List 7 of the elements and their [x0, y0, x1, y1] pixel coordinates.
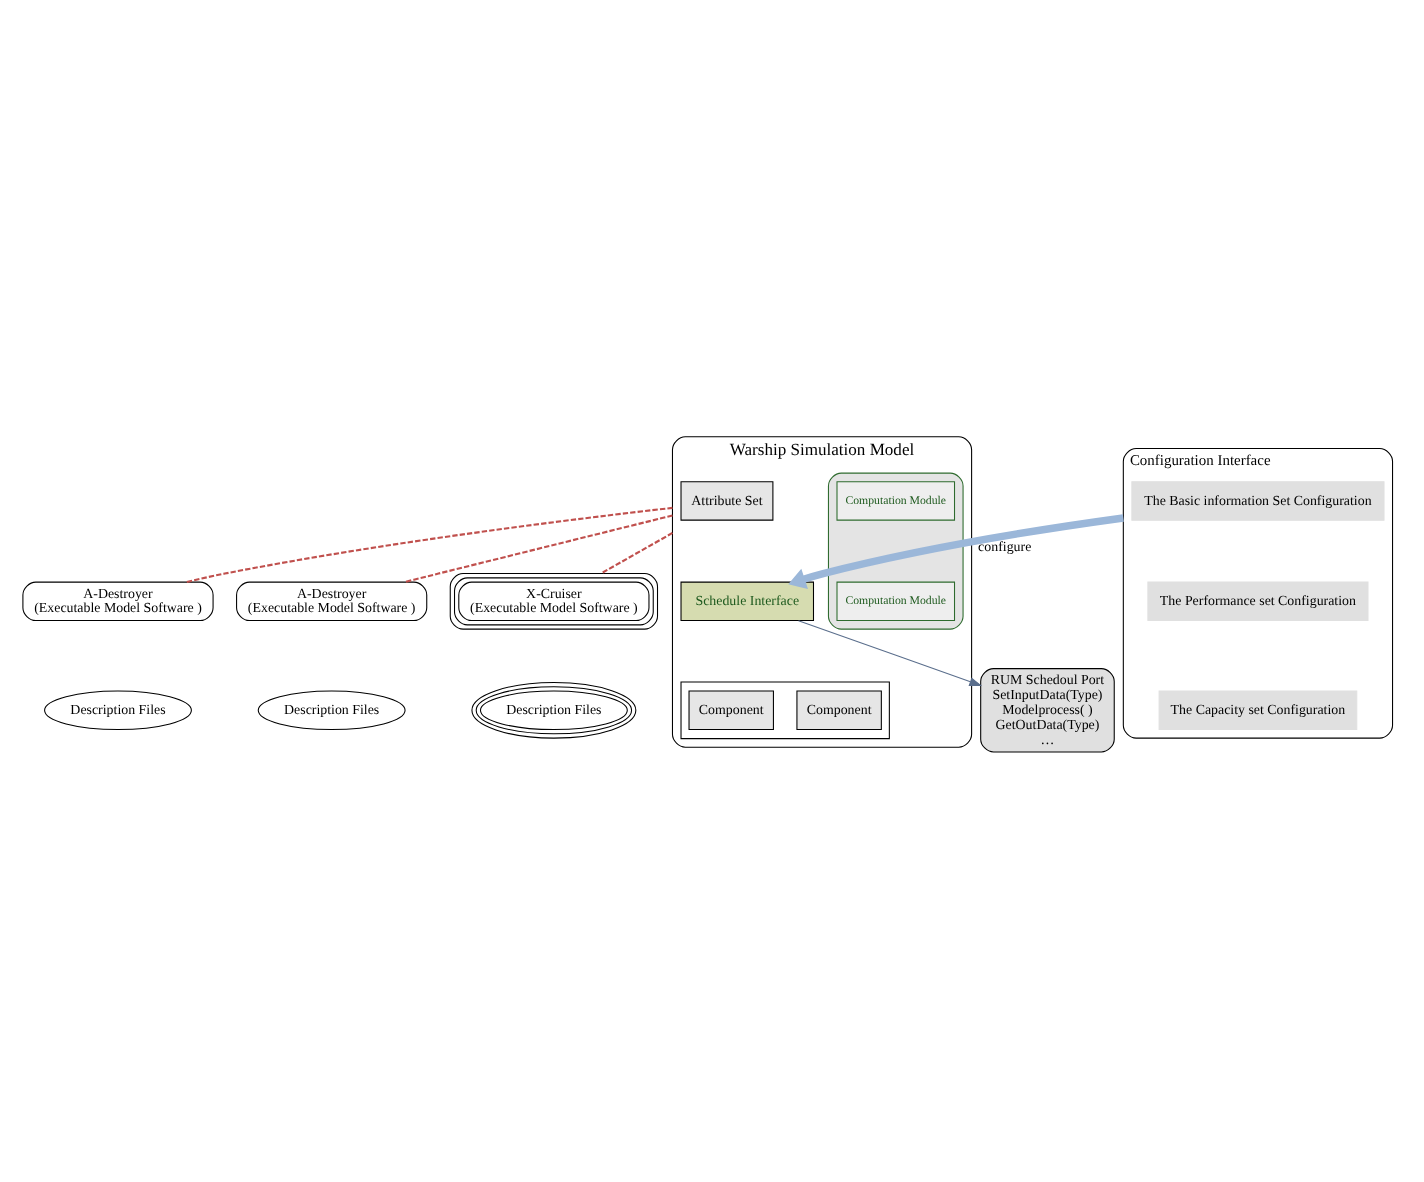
cluster [680, 680, 890, 739]
connector [600, 531, 673, 574]
arrow [798, 619, 983, 685]
connector [404, 513, 673, 583]
arrow [788, 513, 1124, 588]
cluster [827, 471, 964, 629]
connector [186, 505, 673, 583]
